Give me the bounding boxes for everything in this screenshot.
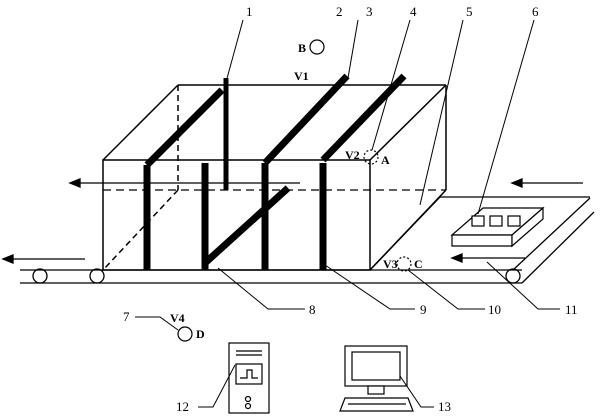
sensor-C [396, 256, 412, 272]
computer-monitor [339, 345, 414, 412]
tunnel-box [102, 84, 447, 271]
product-box-3 [507, 215, 521, 227]
tray-front [451, 234, 513, 247]
computer-tower [228, 342, 270, 414]
arrow-exit-left-head [1, 254, 14, 264]
baffle-top-4 [320, 73, 407, 163]
leader-8 [217, 267, 305, 310]
callout-8: 8 [309, 302, 316, 317]
callout-4: 4 [410, 4, 417, 19]
tunnel-edge-bottom-right [369, 189, 447, 271]
sensors [177, 39, 412, 342]
belt-right-edge-top [512, 197, 591, 271]
tower-button-2 [244, 402, 252, 410]
tunnel-hidden-bottom [102, 189, 179, 271]
callout-1: 1 [246, 4, 253, 19]
callout-9: 9 [420, 302, 427, 317]
product-tray [450, 206, 545, 248]
product-box-2 [489, 215, 503, 227]
tunnel-edge-top-left [102, 84, 179, 161]
monitor-screen [351, 351, 401, 381]
label-V2: V2 [345, 148, 360, 162]
leader-13 [399, 375, 434, 408]
tunnel-edge-top-right [369, 84, 447, 161]
callout-7: 7 [123, 309, 130, 324]
label-V4: V4 [170, 311, 185, 325]
callout-10: 10 [488, 302, 501, 317]
flow-arrows [1, 178, 583, 264]
leader-lines [135, 19, 560, 408]
label-C: C [414, 257, 423, 271]
belt-right-edge-bottom [521, 211, 595, 284]
leader-4 [371, 19, 411, 151]
label-V3: V3 [383, 257, 398, 271]
roller-left [32, 268, 48, 284]
roller-mid [89, 268, 105, 284]
callout-6: 6 [532, 4, 539, 19]
arrow-inflow-top-head [510, 178, 523, 188]
arrow-inflow-bottom-head [450, 253, 463, 263]
monitor-stand [367, 385, 385, 395]
baffle-diagonal-2 [202, 185, 291, 266]
callout-13: 13 [438, 399, 451, 414]
baffle-bars [143, 73, 407, 270]
callout-12: 12 [176, 399, 189, 414]
tower-panel [235, 363, 263, 385]
label-B: B [298, 41, 306, 55]
leader-1 [225, 19, 244, 83]
arrow-outflow-top-head [68, 178, 81, 188]
leader-3 [347, 19, 359, 79]
leader-11 [486, 261, 560, 310]
callout-3: 3 [366, 4, 373, 19]
baffle-top-1 [144, 87, 225, 168]
tray-side [511, 206, 544, 248]
sensor-B [309, 39, 325, 55]
label-D: D [196, 327, 205, 341]
callout-numbers: 1 2 3 4 5 6 7 8 9 10 11 12 13 [123, 4, 578, 414]
callout-5: 5 [466, 4, 473, 19]
product-box-1 [471, 215, 485, 227]
leader-10 [407, 269, 485, 310]
leader-9 [324, 264, 415, 310]
callout-2: 2 [336, 4, 343, 19]
tower-button-1 [244, 395, 252, 403]
tower-panel-symbol [240, 369, 258, 379]
point-labels: B A C D V1 V2 V3 V4 [170, 41, 423, 341]
leader-6 [477, 19, 535, 215]
label-V1: V1 [294, 69, 309, 83]
baffle-top-3 [262, 73, 350, 166]
tunnel-front-face [102, 159, 371, 271]
roller-right [505, 268, 521, 284]
label-A: A [381, 153, 390, 167]
leader-7 [135, 316, 179, 331]
leader-12 [198, 364, 236, 408]
sensor-A [363, 149, 379, 165]
sensor-D [177, 326, 193, 342]
leader-5 [419, 19, 464, 206]
callout-11: 11 [565, 302, 578, 317]
